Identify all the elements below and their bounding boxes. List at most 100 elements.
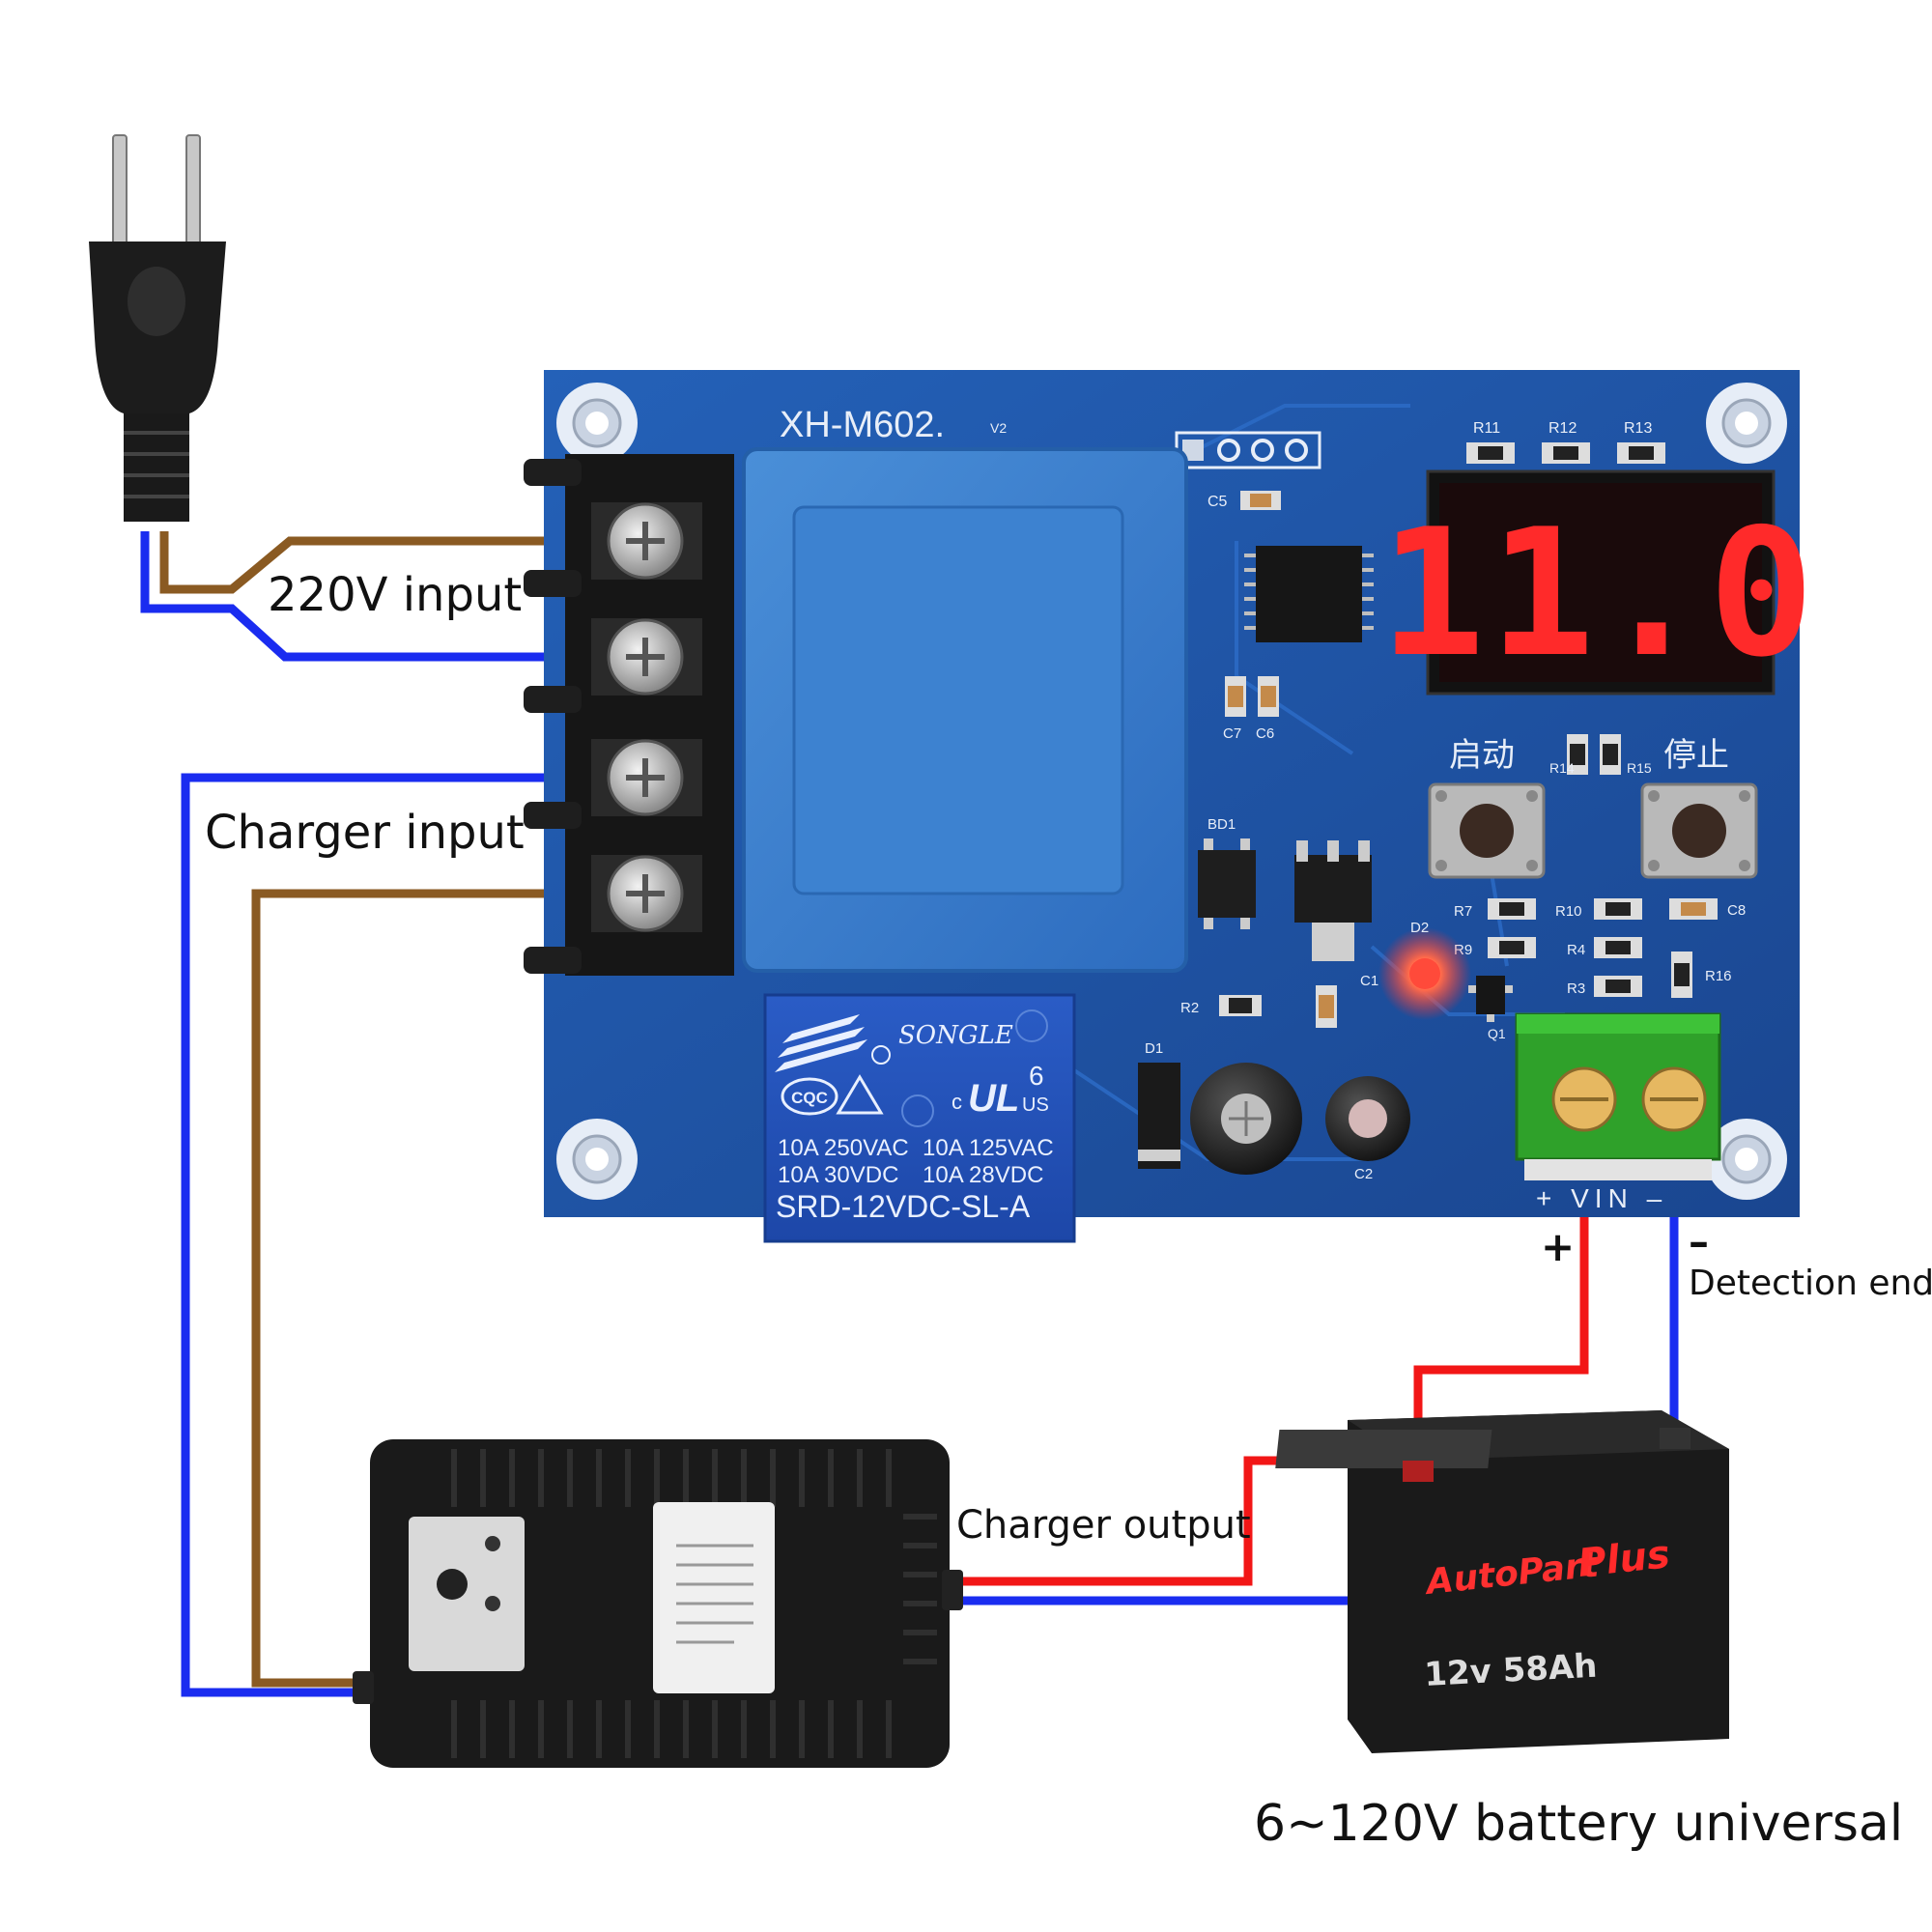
label-r15: R15 [1627, 760, 1652, 776]
wire-ac-brown [159, 531, 584, 594]
label-detection-end: Detection end [1689, 1264, 1932, 1303]
charger-dial-icon [437, 1569, 468, 1600]
label-battery-universal: 6~120V battery universal [1254, 1795, 1903, 1853]
terminal-screw-2 [591, 618, 702, 696]
label-r16: R16 [1705, 968, 1732, 984]
relay-model: SRD-12VDC-SL-A [776, 1189, 1031, 1224]
relay-rating-1: 10A 250VAC [778, 1135, 909, 1161]
mount-hole-bl [556, 1119, 638, 1200]
board-model: XH-M602. [780, 405, 945, 445]
ul-mark-icon: c UL 6 US [952, 1061, 1049, 1120]
terminal-screw-3 [591, 739, 702, 816]
label-vin: + VIN – [1536, 1183, 1667, 1213]
battery-post-positive [1403, 1461, 1434, 1482]
smd-r3 [1594, 976, 1642, 997]
label-c1: C1 [1360, 973, 1378, 989]
label-r2: R2 [1180, 1000, 1199, 1016]
smd-r9 [1488, 937, 1536, 958]
label-r7: R7 [1454, 903, 1472, 920]
smd-r14 [1567, 734, 1588, 775]
battery-spec: 12v 58Ah [1423, 1647, 1598, 1694]
label-start-button: 启动 [1449, 736, 1515, 775]
plug-prong-left [112, 134, 128, 250]
smd-c1 [1316, 985, 1337, 1028]
svg-text:6: 6 [1029, 1061, 1044, 1091]
label-c7: C7 [1223, 725, 1241, 742]
battery-charger [353, 1439, 963, 1768]
smd-c7 [1225, 676, 1246, 717]
relay: SONGLE CQC c UL 6 US 10A 250VAC 10A 125V… [763, 993, 1076, 1243]
terminal-screw-1 [591, 502, 702, 580]
mount-hole-tr [1706, 383, 1787, 464]
battery-post-negative [1660, 1428, 1690, 1449]
capacitor-small [1325, 1076, 1410, 1161]
wire-ac-blue [140, 531, 584, 662]
screw-terminal-block [524, 454, 734, 976]
label-r4: R4 [1567, 942, 1585, 958]
transformer [742, 447, 1188, 973]
smd-r10 [1594, 898, 1642, 920]
smd-c6 [1258, 676, 1279, 717]
wire-charger-in-brown [251, 889, 584, 1688]
label-charger-input: Charger input [205, 806, 525, 860]
microcontroller-chip [1244, 546, 1374, 642]
label-r13: R13 [1624, 420, 1652, 437]
smd-c5 [1240, 491, 1281, 510]
relay-brand: SONGLE [898, 1021, 1013, 1050]
bridge-rectifier [1198, 838, 1256, 929]
display-readout: 11.0 [1379, 491, 1818, 696]
label-minus: – [1689, 1218, 1709, 1265]
wire-charger-in-blue [181, 773, 584, 1697]
plug-strain-relief [124, 413, 189, 522]
relay-rating-4: 10A 28VDC [923, 1162, 1043, 1188]
label-r10: R10 [1555, 903, 1582, 920]
label-q1: Q1 [1488, 1026, 1506, 1041]
svg-text:US: US [1022, 1094, 1049, 1116]
board-version: V2 [990, 420, 1007, 436]
diode-d1 [1138, 1063, 1180, 1169]
warning-triangle-icon [836, 1074, 884, 1115]
transistor-q1 [1468, 976, 1513, 1022]
relay-rating-2: 10A 125VAC [923, 1135, 1054, 1161]
terminal-screw-4 [591, 855, 702, 932]
battery-series: Plus [1576, 1532, 1672, 1586]
power-led-icon [485, 1596, 500, 1611]
smd-r15 [1600, 734, 1621, 775]
label-r3: R3 [1567, 980, 1585, 997]
voltage-regulator [1294, 840, 1372, 961]
relay-rating-3: 10A 30VDC [778, 1162, 898, 1188]
label-220v-input: 220V input [268, 568, 522, 622]
label-bd1: BD1 [1208, 816, 1236, 833]
ac-plug [89, 134, 226, 522]
seven-segment-display: 11.0 [1379, 469, 1818, 696]
label-r14: R14 [1549, 760, 1575, 776]
mount-hole-br [1706, 1119, 1787, 1200]
svg-text:UL: UL [968, 1077, 1019, 1120]
svg-text:CQC: CQC [791, 1089, 828, 1107]
svg-text:c: c [952, 1090, 962, 1114]
label-d1: D1 [1145, 1040, 1163, 1057]
smd-r7 [1488, 898, 1536, 920]
label-charger-output: Charger output [956, 1503, 1251, 1548]
vin-terminal-block [1515, 1012, 1721, 1180]
plug-prong-right [185, 134, 201, 250]
start-button[interactable] [1428, 782, 1546, 879]
capacitor-large [1190, 1063, 1302, 1175]
label-r12: R12 [1548, 420, 1577, 437]
pcb-board: XH-M602. V2 R11 R12 R13 C5 C7 [544, 370, 1818, 1243]
charge-led-icon [485, 1536, 500, 1551]
cqc-mark-icon: CQC [781, 1077, 838, 1116]
smd-r13 [1617, 442, 1665, 464]
smd-r12 [1542, 442, 1590, 464]
charger-spec-label [653, 1502, 775, 1693]
car-battery: AutoPart Plus 12v 58Ah [1275, 1410, 1729, 1753]
stop-button[interactable] [1640, 782, 1758, 879]
smd-r11 [1466, 442, 1515, 464]
label-d2: D2 [1410, 920, 1429, 936]
songle-logo-icon [775, 1014, 867, 1072]
label-c2: C2 [1354, 1166, 1373, 1182]
smd-c8 [1669, 898, 1718, 920]
label-c5: C5 [1208, 494, 1228, 510]
mount-hole-tl [556, 383, 638, 464]
